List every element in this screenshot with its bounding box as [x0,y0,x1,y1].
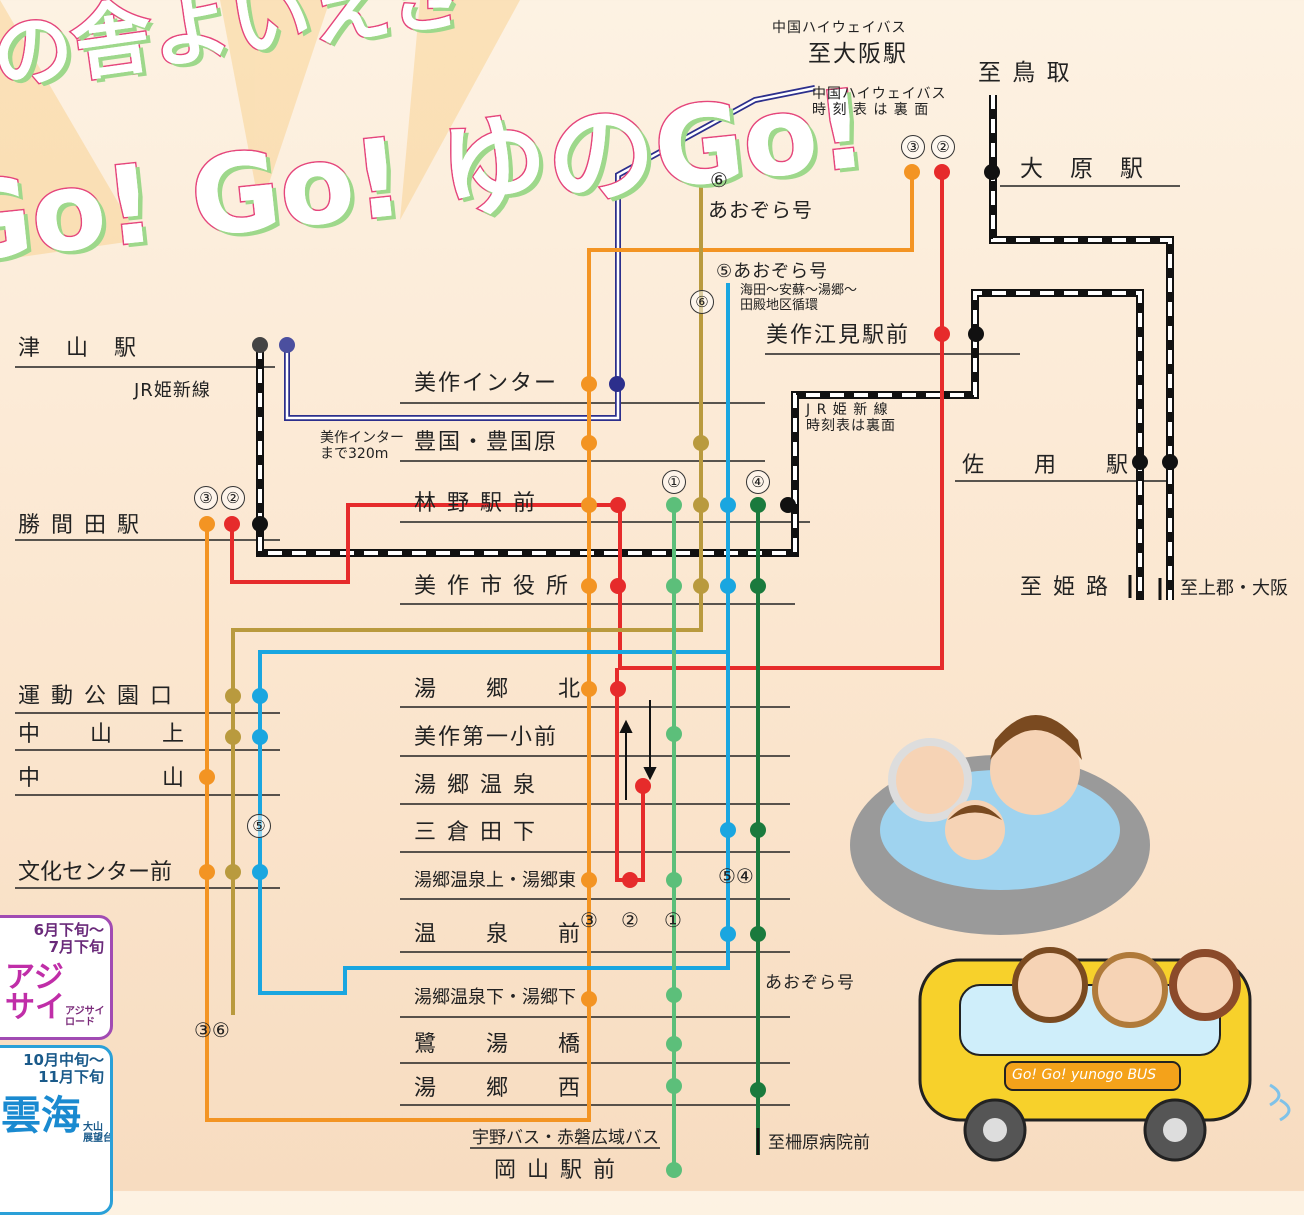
stop-onsen-mae: 温 泉 前 [414,922,583,947]
stop-yunogo-onsen: 湯 郷 温 泉 [414,773,537,798]
hydrangea-title: アジ サイ [5,960,65,1025]
sea-of-clouds-season-box: 10月中旬〜 11月下旬 雲海 大山 展望台 [0,1045,113,1215]
hydrangea-period: 6月下旬〜 7月下旬 [33,921,104,956]
route-5-line [258,283,730,995]
aozora-bottom-label: あおぞら号 [765,973,855,993]
route-2-badge-top: ② [931,135,955,159]
stop-sagi-yu: 鷺 湯 橋 [414,1032,583,1057]
stop-city-hall: 美 作 市 役 所 [414,574,570,599]
clouds-spot: 大山 展望台 [83,1122,113,1144]
route-1-number-bottom: ① [664,908,682,932]
route-3-badge-left: ③ [194,486,218,510]
hydrangea-season-box: 6月下旬〜 7月下旬 アジ サイ アジサイ ロード [0,915,113,1040]
clouds-period: 10月中旬〜 11月下旬 [23,1051,104,1086]
to-kamigori-osaka: 至上郡・大阪 [1180,578,1288,599]
route-2-number-bottom: ② [621,908,639,932]
route-6-number-top: ⑥ [710,168,728,192]
stop-okayama: 岡 山 駅 前 [494,1158,617,1183]
route-3-badge-top: ③ [901,135,925,159]
ic-distance-note: 美作インター まで320m [320,430,404,463]
bus-illustration [918,947,1252,1162]
aozora-5-label: ⑤あおぞら号 [716,261,829,282]
to-tottori: 至 鳥 取 [978,60,1072,86]
stop-nakayama: 中 山 [18,766,187,791]
station-sayo: 佐 用 駅 [962,453,1131,478]
route-3-number-bottom: ③ [580,908,598,932]
station-ohara: 大 原 駅 [1020,156,1145,182]
stop-yunogo-nishi: 湯 郷 西 [414,1076,583,1101]
stop-mimasaka-ic: 美作インター [414,371,559,396]
stop-hayashino: 林 野 駅 前 [414,491,537,516]
clouds-title: 雲海 [1,1093,81,1139]
stop-daiichi-sho: 美作第一小前 [414,725,559,750]
route-1-badge: ① [662,470,686,494]
direction-arrows [619,700,657,800]
route-6-badge: ⑥ [690,290,714,314]
to-haibara-hospital: 至柵原病院前 [768,1133,870,1153]
jr-timetable-note: J R 姫 新 線 時刻表は裏面 [806,402,896,435]
stop-mikurada: 三 倉 田 下 [414,820,537,845]
onsen-illustration [850,715,1150,935]
stop-dots [199,164,1178,1178]
route-6-line [231,170,703,1015]
route-36-label: ③⑥ [194,1018,230,1042]
speed-lines [1269,1083,1291,1122]
highway-timetable-note: 中国ハイウェイバス 時 刻 表 は 裏 面 [812,86,947,119]
route-4-badge: ④ [746,470,770,494]
station-tsuyama: 津 山 駅 [18,336,139,361]
route-2-badge-left: ② [221,486,245,510]
bus-label: Go! Go! yunogo BUS [1012,1067,1157,1083]
stop-toyokuni: 豊国・豊国原 [414,430,559,455]
hydrangea-road: アジサイ ロード [65,1006,105,1028]
to-himeji: 至 姫 路 [1020,575,1110,600]
stop-nakayama-kami: 中 山 上 [18,722,187,747]
jr-kishin-line-label: JR姫新線 [134,380,211,401]
route-54-label: ⑤④ [718,864,754,888]
route-2-loop [615,668,645,882]
aozora-5-description: 海田〜安蘇〜湯郷〜 田殿地区循環 [740,283,858,313]
aozora-6-label: あおぞら号 [708,198,813,222]
stop-onsen-shimo: 湯郷温泉下・湯郷下 [414,987,576,1008]
stop-undo-koen: 運 動 公 園 口 [18,684,174,709]
ube-bus-label: 宇野バス・赤磐広域バス [472,1128,659,1148]
highway-bus-label: 中国ハイウェイバス [772,20,907,36]
station-katsumada: 勝 間 田 駅 [18,513,141,538]
stop-onsen-kami: 湯郷温泉上・湯郷東 [414,870,576,891]
terminus-bars [756,575,1162,1155]
to-osaka-station: 至大阪駅 [808,41,908,67]
highway-bus-line [284,85,816,421]
sun-rays-decoration [0,0,520,260]
route-2-line [230,172,944,670]
station-emi: 美作江見駅前 [766,323,911,348]
stop-bunka-center: 文化センター前 [18,860,173,885]
route-5-badge-left: ⑤ [247,814,271,838]
stop-yunogo-kita: 湯 郷 北 [414,677,583,702]
